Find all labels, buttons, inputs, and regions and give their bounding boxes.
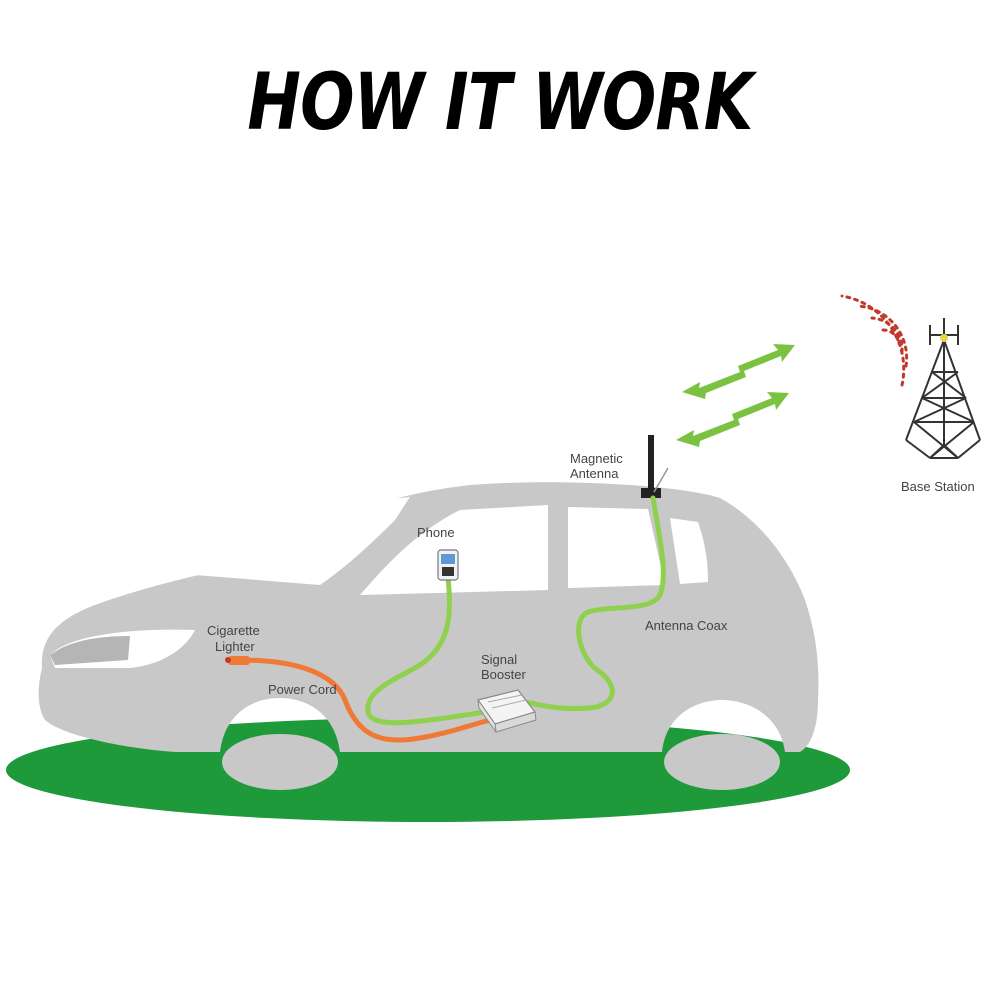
antenna-whip <box>653 467 669 493</box>
magnetic-antenna <box>641 435 669 498</box>
phone-coax-cable <box>365 575 488 726</box>
signal-arrow-upper <box>682 344 795 399</box>
phone-device <box>437 549 459 581</box>
antenna-coax-cable <box>522 495 666 712</box>
antenna-base <box>641 488 661 498</box>
label-signal-booster-line2: Booster <box>481 667 526 682</box>
windshield <box>195 497 410 585</box>
label-base-station: Base Station <box>901 479 975 494</box>
label-magnetic-antenna-line2: Antenna <box>570 466 619 481</box>
car <box>38 482 819 790</box>
label-phone: Phone <box>417 525 455 540</box>
signal-booster-device <box>477 689 537 733</box>
signal-arrow-lower <box>676 392 789 447</box>
label-cigarette-lighter-line1: Cigarette <box>207 623 260 638</box>
signal-arrows <box>676 344 795 447</box>
cigarette-lighter-plug <box>225 656 250 665</box>
base-station-tower <box>905 318 981 459</box>
power-cord-cable <box>237 657 493 743</box>
front-wheel <box>222 734 338 790</box>
tower-beacon <box>940 334 948 342</box>
quarter-window <box>670 518 708 584</box>
label-power-cord: Power Cord <box>268 682 337 697</box>
antenna-mast <box>648 435 654 493</box>
label-signal-booster-line1: Signal <box>481 652 517 667</box>
label-magnetic-antenna-line1: Magnetic <box>570 451 623 466</box>
rear-wheel <box>664 734 780 790</box>
label-cigarette-lighter-line2: Lighter <box>215 639 255 654</box>
page-title: HOW IT WORK <box>247 58 753 148</box>
headlight-shadow <box>50 636 130 665</box>
rear-door-window <box>568 507 665 588</box>
radio-waves <box>840 294 909 387</box>
label-antenna-coax: Antenna Coax <box>645 618 728 633</box>
